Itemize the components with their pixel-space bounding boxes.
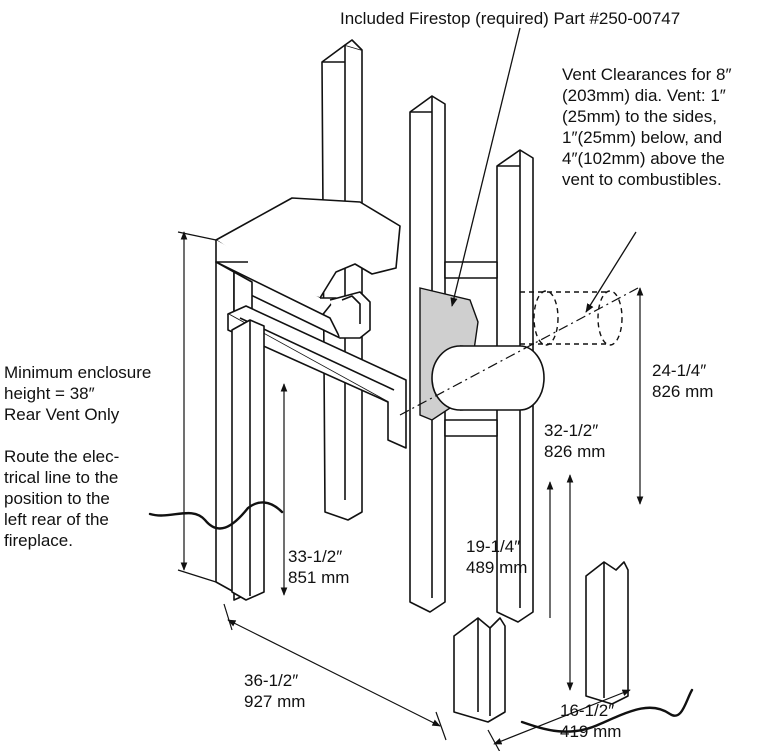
min-enclosure-line-3: Rear Vent Only xyxy=(4,405,120,424)
dim-19-imperial: 19-1/4″ xyxy=(466,537,521,556)
dim-33-label: 33-1/2″ 851 mm xyxy=(288,546,349,588)
firestop-callout: Included Firestop (required) Part #250-0… xyxy=(340,9,681,28)
top-platform xyxy=(215,197,401,319)
electrical-cord-right xyxy=(520,688,694,733)
bottom-right-stud xyxy=(585,561,629,705)
route-electrical-line-4: left rear of the xyxy=(4,510,109,529)
vent-clearances-callout: Vent Clearances for 8″ (203mm) dia. Vent… xyxy=(562,64,767,190)
route-electrical-line-5: fireplace. xyxy=(4,531,73,550)
dim-33-metric: 851 mm xyxy=(288,568,350,587)
dim-36-line xyxy=(227,619,441,727)
dim-24-label: 24-1/4″ 826 mm xyxy=(652,360,713,402)
rear-left-stud xyxy=(321,39,363,521)
route-electrical-line-1: Route the elec- xyxy=(4,447,120,466)
dim-16-metric: 419 mm xyxy=(560,722,622,741)
route-electrical-callout: Route the elec- trical line to the posit… xyxy=(4,446,119,551)
vent-centerline xyxy=(399,287,639,416)
min-enclosure-callout: Minimum enclosure height = 38″ Rear Vent… xyxy=(4,362,151,425)
dim-32-metric: 826 mm xyxy=(544,442,606,461)
dim-36-label: 36-1/2″ 927 mm xyxy=(244,670,305,712)
dim-16-label: 16-1/2″ 419 mm xyxy=(560,700,621,742)
dim-32-label: 32-1/2″ 826 mm xyxy=(544,420,605,462)
dim-24-imperial: 24-1/4″ xyxy=(652,361,707,380)
vent-clearances-line-3: (25mm) to the sides, xyxy=(562,107,717,126)
min-enclosure-line-2: height = 38″ xyxy=(4,384,95,403)
electrical-cord-left xyxy=(148,501,284,530)
dim-19-metric: 489 mm xyxy=(466,558,528,577)
dim-36-metric: 927 mm xyxy=(244,692,306,711)
dim-32-imperial: 32-1/2″ xyxy=(544,421,599,440)
route-electrical-line-3: position to the xyxy=(4,489,110,508)
vent-clearances-line-4: 1″(25mm) below, and xyxy=(562,128,723,147)
firestop-plate xyxy=(419,287,545,421)
vent-clearances-line-5: 4″(102mm) above the xyxy=(562,149,725,168)
vent-pipe-dashed xyxy=(520,290,623,346)
dim-33-imperial: 33-1/2″ xyxy=(288,547,343,566)
bottom-front-stud xyxy=(453,617,506,723)
dim-16-imperial: 16-1/2″ xyxy=(560,701,615,720)
firestop-leader xyxy=(450,27,521,307)
dim-16-line xyxy=(493,689,631,745)
vent-clearances-line-1: Vent Clearances for 8″ xyxy=(562,65,732,84)
vent-clearances-line-2: (203mm) dia. Vent: 1″ xyxy=(562,86,726,105)
vent-clearance-leader xyxy=(585,231,637,313)
firestop-frame xyxy=(444,261,498,437)
header-support-post xyxy=(231,319,265,601)
dim-24-metric: 826 mm xyxy=(652,382,714,401)
route-electrical-line-2: trical line to the xyxy=(4,468,119,487)
min-enclosure-line-1: Minimum enclosure xyxy=(4,363,152,382)
front-header xyxy=(227,305,407,449)
dim-36-imperial: 36-1/2″ xyxy=(244,671,299,690)
vent-clearances-line-6: vent to combustibles. xyxy=(562,170,722,189)
dim-19-label: 19-1/4″ 489 mm xyxy=(466,536,527,578)
